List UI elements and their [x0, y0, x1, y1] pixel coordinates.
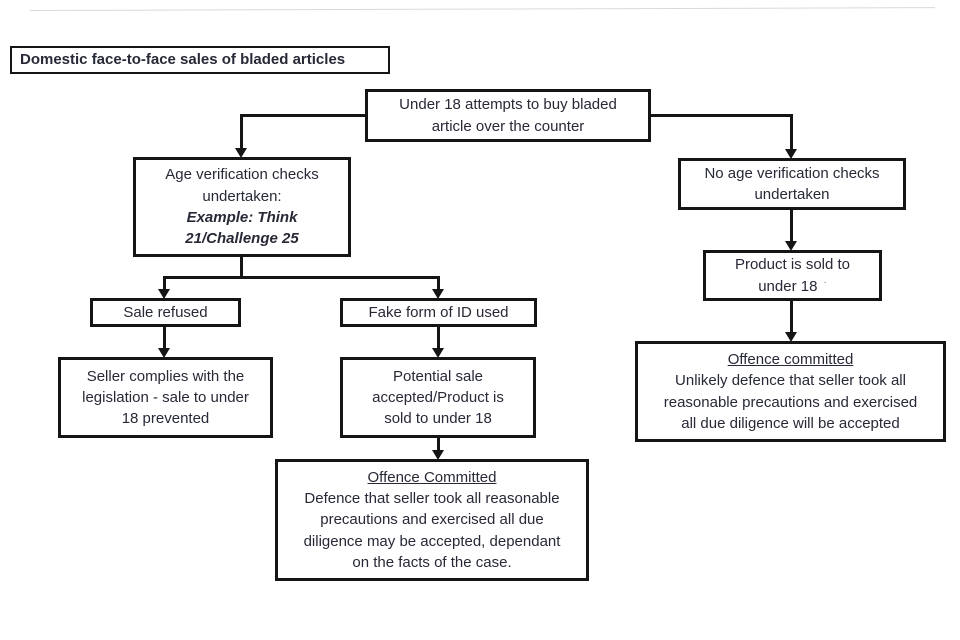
- node-no-age-verification: No age verification checks undertaken: [678, 158, 906, 210]
- node-seller-complies: Seller complies with the legislation - s…: [58, 357, 273, 438]
- node-product-sold: Product is sold to under 18·: [703, 250, 882, 301]
- node-potential-sale: Potential sale accepted/Product is sold …: [340, 357, 536, 438]
- node-offence-no-checks: Offence committed Unlikely defence that …: [635, 341, 946, 442]
- connector-no-checks-down: [790, 210, 793, 241]
- node-offence-no-checks-body: Unlikely defence that seller took all re…: [663, 372, 918, 432]
- node-offence-fake-id-heading: Offence Committed: [367, 468, 497, 486]
- connector-product-sold-down: [790, 301, 793, 332]
- node-age-verification-checks: Age verification checks undertaken: Exam…: [133, 157, 351, 257]
- connector-age-checks-stub: [240, 257, 243, 278]
- node-sale-refused: Sale refused: [90, 298, 241, 327]
- node-potential-sale-label: Potential sale accepted/Product is sold …: [372, 367, 504, 428]
- connector-start-left-horizontal: [240, 114, 365, 117]
- connector-start-left-vertical: [240, 114, 243, 150]
- connector-branch-right-vertical: [437, 276, 440, 290]
- node-offence-fake-id: Offence Committed Defence that seller to…: [275, 459, 589, 581]
- node-product-sold-label: Product is sold to under 18·: [734, 256, 851, 295]
- arrowhead-into-offence-no-checks: [785, 332, 797, 342]
- node-seller-complies-label: Seller complies with the legislation - s…: [82, 367, 249, 428]
- node-offence-no-checks-heading: Offence committed: [727, 350, 854, 368]
- arrowhead-into-sale-refused: [158, 289, 170, 299]
- node-no-age-verification-label: No age verification checks undertaken: [704, 164, 880, 203]
- diagram-title-box: Domestic face-to-face sales of bladed ar…: [10, 46, 390, 74]
- connector-branch-horizontal: [163, 276, 440, 279]
- scan-dot-artifact: ·: [823, 276, 827, 288]
- arrowhead-into-age-checks: [235, 148, 247, 158]
- scan-artifact-line: [29, 7, 935, 11]
- arrowhead-into-no-checks: [785, 149, 797, 159]
- node-age-verification-example: Example: Think 21/Challenge 25: [185, 209, 299, 248]
- connector-potential-sale-down: [437, 438, 440, 451]
- arrowhead-into-potential-sale: [432, 348, 444, 358]
- arrowhead-into-seller-complies: [158, 348, 170, 358]
- connector-sale-refused-down: [163, 327, 166, 348]
- node-age-verification-label: Age verification checks undertaken:: [165, 166, 319, 205]
- arrowhead-into-fake-id: [432, 289, 444, 299]
- connector-branch-left-vertical: [163, 276, 166, 290]
- arrowhead-into-product-sold: [785, 241, 797, 251]
- connector-start-right-vertical: [790, 114, 793, 150]
- arrowhead-into-offence-fake-id: [432, 450, 444, 460]
- node-under-18-attempts-label: Under 18 attempts to buy bladed article …: [399, 96, 617, 135]
- node-fake-id-label: Fake form of ID used: [368, 303, 509, 321]
- connector-start-right-horizontal: [651, 114, 792, 117]
- node-sale-refused-label: Sale refused: [123, 303, 208, 321]
- diagram-title: Domestic face-to-face sales of bladed ar…: [20, 51, 346, 69]
- connector-fake-id-down: [437, 327, 440, 348]
- node-fake-id: Fake form of ID used: [340, 298, 537, 327]
- node-under-18-attempts: Under 18 attempts to buy bladed article …: [365, 89, 651, 142]
- node-offence-fake-id-body: Defence that seller took all reasonable …: [303, 490, 561, 571]
